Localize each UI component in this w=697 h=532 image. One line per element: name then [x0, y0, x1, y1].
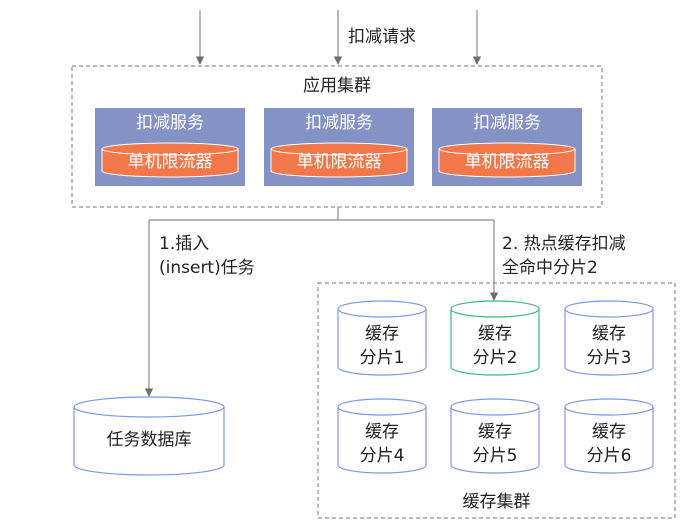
shard-line2: 分片6	[586, 446, 632, 466]
cache-shard-3: 缓存 分片3	[564, 300, 654, 376]
shard-line2: 分片4	[359, 446, 405, 466]
shard-line1: 缓存	[592, 324, 626, 344]
shard-line2: 分片1	[359, 348, 405, 368]
insert-label-line2: (insert)任务	[159, 258, 255, 278]
deduct-service-1: 扣减服务 单机限流器	[95, 108, 245, 186]
cache-shard-6: 缓存 分片6	[564, 398, 654, 474]
cache-shard-5: 缓存 分片5	[450, 398, 540, 474]
limiter-label: 单机限流器	[127, 152, 213, 172]
rate-limiter-2: 单机限流器	[270, 142, 408, 178]
app-cluster-title: 应用集群	[303, 76, 371, 96]
cache-cluster-title: 缓存集群	[462, 492, 531, 512]
rate-limiter-3: 单机限流器	[438, 142, 576, 178]
shard-line2: 分片2	[472, 348, 518, 368]
deduct-service-3: 扣减服务 单机限流器	[432, 108, 582, 186]
shard-line2: 分片3	[586, 348, 632, 368]
request-label: 扣减请求	[348, 27, 416, 47]
cache-shard-2: 缓存 分片2	[450, 300, 540, 376]
limiter-label: 单机限流器	[464, 152, 550, 172]
cache-shard-1: 缓存 分片1	[337, 300, 427, 376]
shard-line1: 缓存	[365, 324, 399, 344]
service-label: 扣减服务	[305, 113, 373, 133]
insert-label-line1: 1.插入	[159, 234, 210, 254]
service-label: 扣减服务	[136, 113, 204, 133]
hot-cache-label-line2: 全命中分片2	[502, 258, 598, 278]
task-database: 任务数据库	[73, 396, 225, 476]
shard-line1: 缓存	[478, 324, 512, 344]
limiter-label: 单机限流器	[296, 152, 382, 172]
shard-line2: 分片5	[472, 446, 518, 466]
shard-line1: 缓存	[365, 422, 399, 442]
task-database-label: 任务数据库	[106, 430, 192, 450]
cache-shard-4: 缓存 分片4	[337, 398, 427, 474]
rate-limiter-1: 单机限流器	[101, 142, 239, 178]
deduct-service-2: 扣减服务 单机限流器	[264, 108, 414, 186]
shard-line1: 缓存	[592, 422, 626, 442]
shard-line1: 缓存	[478, 422, 512, 442]
hot-cache-label-line1: 2. 热点缓存扣减	[502, 234, 626, 254]
service-label: 扣减服务	[473, 113, 541, 133]
cache-cluster-boundary	[317, 282, 676, 519]
